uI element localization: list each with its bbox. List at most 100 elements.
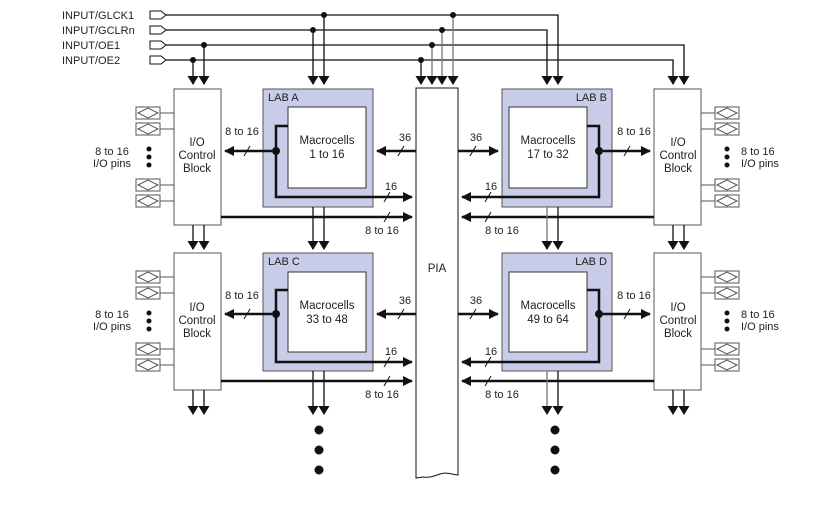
ellipsis-dot (146, 146, 152, 152)
macrocells-title: Macrocells (521, 300, 576, 312)
io-pin-pad (701, 122, 740, 136)
input-signals: INPUT/GLCK1 INPUT/GCLRn INPUT/OE1 INPUT/… (62, 10, 690, 85)
bus-label: 8 to 16 (365, 225, 399, 237)
ellipsis-dot (146, 310, 152, 316)
io-pins-left: 8 to 16 I/O pins 8 to 16 I/O pins (93, 106, 174, 372)
io-block-bottom-right: I/O Control Block (653, 252, 702, 391)
bus-label: 8 to 16 (485, 389, 519, 401)
macrocells-range: 33 to 48 (306, 314, 348, 326)
input-pad-glck1 (149, 10, 167, 20)
lab-c: LAB C Macrocells 33 to 48 (262, 252, 413, 372)
ellipsis-dot (146, 318, 152, 324)
ellipsis-dot (724, 310, 730, 316)
io-pins-right: 8 to 16 I/O pins 8 to 16 I/O pins (701, 106, 779, 372)
pia-label: PIA (428, 263, 447, 275)
ellipsis-dot (724, 146, 730, 152)
lab-a-label: LAB A (268, 92, 299, 104)
io-pins-label: 8 to 16 (95, 309, 129, 321)
macrocells-title: Macrocells (521, 135, 576, 147)
wire-oe2 (166, 59, 679, 85)
junction-dot (190, 57, 196, 63)
io-pin-pad (701, 342, 740, 356)
io-label: Control (659, 150, 696, 162)
ellipsis-dot (314, 465, 324, 475)
bus-label: 16 (385, 346, 397, 358)
macrocells-title: Macrocells (300, 135, 355, 147)
input-label-oe2: INPUT/OE2 (62, 55, 120, 67)
lab-d: LAB D Macrocells 49 to 64 (461, 252, 613, 372)
wire-glck1 (166, 14, 564, 85)
io-pins-label: I/O pins (741, 321, 779, 333)
ellipsis-dot (146, 162, 152, 168)
junction-dot (439, 27, 445, 33)
io-pin-pad (135, 178, 174, 192)
io-label: I/O (670, 137, 685, 149)
lab-b: LAB B Macrocells 17 to 32 (461, 88, 613, 208)
pia-block: PIA (415, 87, 459, 479)
io-pins-label: I/O pins (93, 158, 131, 170)
bus-label: 8 to 16 (225, 126, 259, 138)
io-block-bottom-left: I/O Control Block (173, 252, 222, 391)
bus-label: 16 (485, 346, 497, 358)
io-pin-pad (701, 358, 740, 372)
ellipsis-dot (314, 445, 324, 455)
io-pin-pad (701, 178, 740, 192)
junction-dot (418, 57, 424, 63)
macrocells-title: Macrocells (300, 300, 355, 312)
ellipsis-dot (314, 425, 324, 435)
ellipsis-dot (724, 162, 730, 168)
input-label-gclrn: INPUT/GCLRn (62, 25, 135, 37)
io-label: Block (664, 328, 692, 340)
bus-labels: 8 to 16 8 to 16 8 to 16 8 to 16 36 36 36… (225, 126, 651, 401)
bus-label: 8 to 16 (617, 126, 651, 138)
input-label-oe1: INPUT/OE1 (62, 40, 120, 52)
io-block-top-left: I/O Control Block (173, 88, 222, 226)
continuation-ellipsis (314, 425, 560, 475)
bus-label: 8 to 16 (225, 290, 259, 302)
bus-label: 8 to 16 (485, 225, 519, 237)
io-pin-pad (135, 286, 174, 300)
lab-a: LAB A Macrocells 1 to 16 (262, 88, 413, 208)
bus-label: 8 to 16 (365, 389, 399, 401)
io-pin-pad (135, 122, 174, 136)
io-block-top-right: I/O Control Block (653, 88, 702, 226)
io-pins-label: I/O pins (741, 158, 779, 170)
bus-label: 8 to 16 (617, 290, 651, 302)
wire-gclrn (166, 29, 553, 85)
bus-width-slashes (243, 145, 631, 387)
bus-label: 36 (470, 295, 482, 307)
bus-label: 36 (399, 132, 411, 144)
input-pad-gclrn (149, 25, 167, 35)
io-label: Control (178, 315, 215, 327)
io-pin-pad (701, 194, 740, 208)
io-label: I/O (189, 302, 204, 314)
ellipsis-dot (724, 154, 730, 160)
io-label: Block (664, 163, 692, 175)
ellipsis-dot (550, 445, 560, 455)
junction-dot (201, 42, 207, 48)
input-pad-oe1 (149, 40, 167, 50)
wire-oe1 (166, 44, 690, 85)
io-pin-pad (135, 194, 174, 208)
input-label-glck1: INPUT/GLCK1 (62, 10, 134, 22)
io-pin-pad (701, 270, 740, 284)
lab-b-label: LAB B (576, 92, 607, 104)
bus-label: 16 (385, 181, 397, 193)
macrocells-range: 17 to 32 (527, 149, 569, 161)
io-pin-pad (135, 270, 174, 284)
io-label: I/O (670, 302, 685, 314)
bus-label: 16 (485, 181, 497, 193)
junction-dot (310, 27, 316, 33)
macrocells-range: 49 to 64 (527, 314, 569, 326)
lab-d-label: LAB D (575, 256, 607, 268)
io-pins-label: 8 to 16 (741, 309, 775, 321)
bus-label: 36 (399, 295, 411, 307)
macrocells-range: 1 to 16 (309, 149, 344, 161)
io-label: Block (183, 328, 211, 340)
bus-label: 36 (470, 132, 482, 144)
io-pin-pad (701, 106, 740, 120)
junction-dot (429, 42, 435, 48)
ellipsis-dot (550, 465, 560, 475)
ellipsis-dot (146, 154, 152, 160)
